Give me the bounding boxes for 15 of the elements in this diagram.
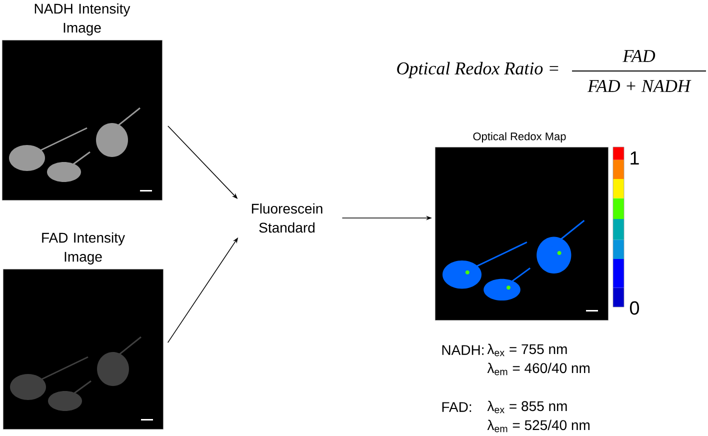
label-text: λ$_{em}$ = 460/40 nm	[487, 362, 590, 376]
label-text: Fluorescein Standard	[252, 203, 322, 233]
label-text: NADH:	[442, 345, 484, 355]
colorbar-tick: 1	[630, 151, 639, 165]
colorbar-tick: 0	[630, 301, 640, 315]
image-title: FAD Intensity Image	[42, 232, 125, 264]
formula-text: Optical Redox Ratio =	[397, 62, 558, 78]
formula-text: FAD + NADH	[588, 80, 692, 92]
image-title: NADH Intensity Image	[34, 3, 130, 36]
label-text: λ$_{ex}$ = 755 nm	[487, 344, 567, 356]
label-text: λ$_{em}$ = 525/40 nm	[487, 420, 590, 432]
formula-text: FAD	[622, 50, 656, 62]
image-title: Optical Redox Map	[473, 132, 566, 142]
label-text: FAD:	[442, 402, 472, 412]
label-text: λ$_{ex}$ = 855 nm	[487, 400, 567, 414]
